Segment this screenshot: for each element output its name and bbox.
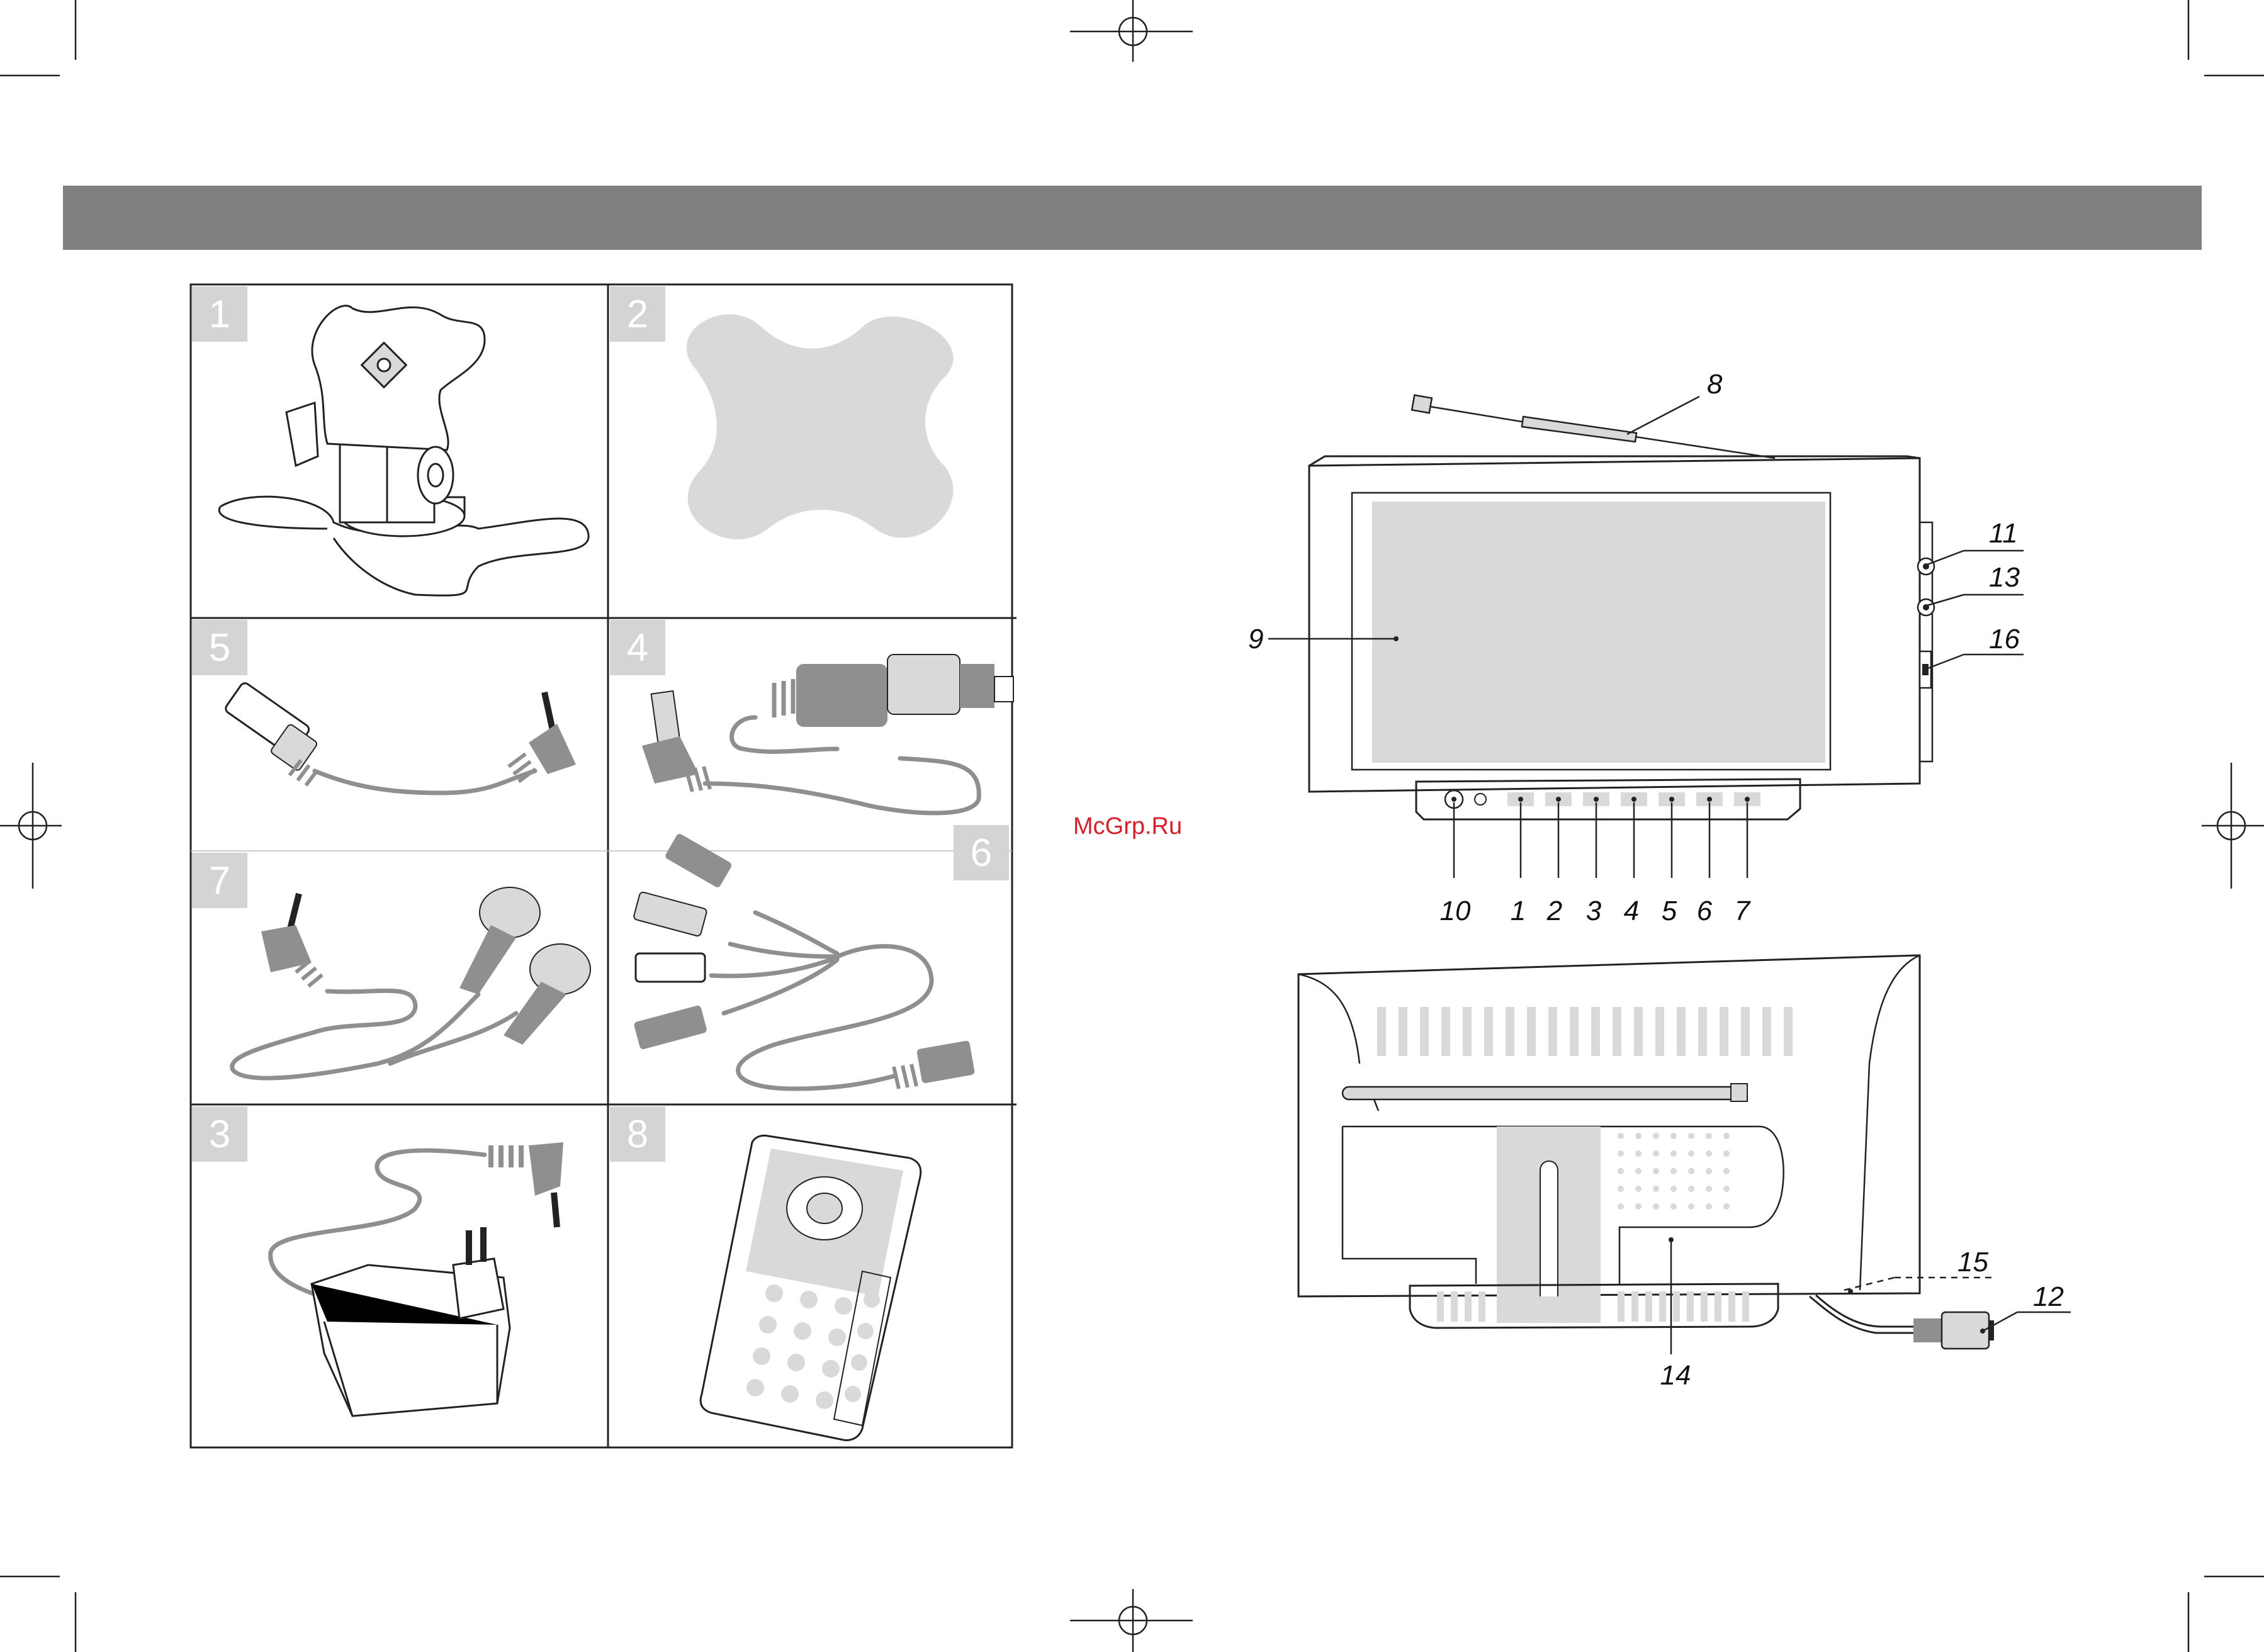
panel-number: 8 bbox=[627, 1113, 648, 1156]
callout-button: 4 bbox=[1624, 896, 1639, 926]
antenna bbox=[1412, 395, 1775, 458]
callout-cable-15: 15 bbox=[1957, 1247, 1988, 1278]
tv-rear-view: 14 15 12 bbox=[1298, 955, 2071, 1391]
callout-button: 5 bbox=[1662, 896, 1677, 926]
rca-cable-illustration bbox=[633, 833, 975, 1089]
ac-adapter-illustration bbox=[271, 1142, 563, 1416]
adhesive-pad-illustration bbox=[687, 315, 954, 539]
callout-antenna: 8 bbox=[1707, 369, 1723, 400]
callout-switch-16: 16 bbox=[1989, 624, 2020, 655]
callout-button: 7 bbox=[1735, 896, 1751, 926]
callout-jack-13: 13 bbox=[1989, 562, 2020, 593]
av-cable-illustration bbox=[224, 682, 576, 793]
panel-number: 1 bbox=[209, 293, 230, 336]
screen bbox=[1372, 502, 1825, 763]
callout-button: 6 bbox=[1697, 896, 1713, 926]
stand-illustration bbox=[219, 306, 589, 595]
panel-number: 4 bbox=[627, 626, 648, 670]
callout-button: 2 bbox=[1546, 896, 1562, 926]
earphones-illustration bbox=[232, 887, 590, 1078]
panel-number: 2 bbox=[627, 293, 648, 336]
callout-screen: 9 bbox=[1248, 624, 1263, 655]
panel-number: 6 bbox=[971, 831, 992, 875]
speaker-grille bbox=[1618, 1133, 1730, 1210]
callout-button: 1 bbox=[1511, 896, 1526, 926]
panel-number: 3 bbox=[209, 1113, 230, 1156]
callout-button: 3 bbox=[1586, 896, 1602, 926]
callout-speaker: 14 bbox=[1660, 1360, 1691, 1391]
callout-sensor: 10 bbox=[1440, 896, 1471, 926]
car-adapter-illustration bbox=[642, 655, 1013, 813]
callout-jack-11: 11 bbox=[1989, 518, 2018, 549]
vent-slots bbox=[1377, 1007, 1793, 1056]
callout-plug-12: 12 bbox=[2033, 1281, 2064, 1312]
tv-front-view: 8 9 11 13 16 10 1 2 3 4 5 6 7 bbox=[1248, 369, 2024, 926]
remote-control-illustration bbox=[701, 1135, 921, 1440]
panel-number: 5 bbox=[209, 626, 230, 670]
panel-number: 7 bbox=[209, 859, 230, 902]
watermark: McGrp.Ru bbox=[1073, 813, 1182, 840]
header-band bbox=[63, 186, 2202, 250]
